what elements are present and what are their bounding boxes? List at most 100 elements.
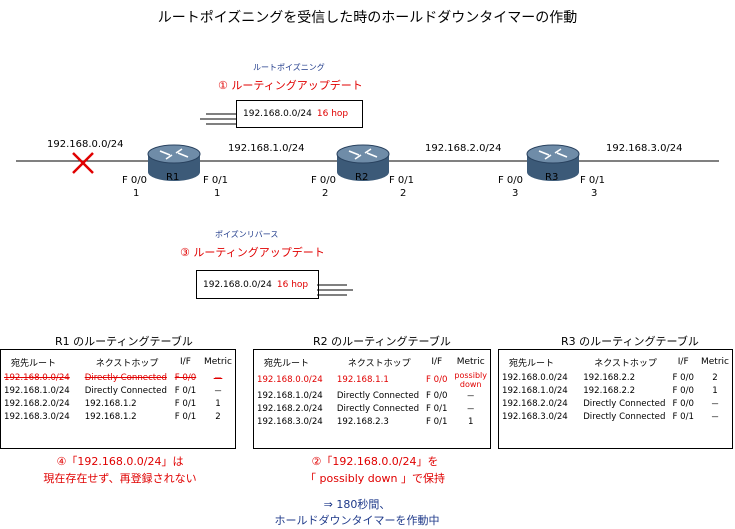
cell-dest: 192.168.1.0/24: [502, 385, 568, 396]
header-metric: Metric: [204, 357, 232, 367]
cell-metric: －: [710, 399, 720, 410]
note-4-line1: ④「192.168.0.0/24」は: [56, 455, 184, 468]
r1-right-if: F 0/1: [203, 175, 229, 186]
cell-nexthop: 192.168.1.2: [84, 411, 137, 422]
r3-routing-table: 宛先ルート ネクストホップ I/F Metric 192.168.0.0/24 …: [498, 349, 733, 449]
header-metric: Metric: [701, 357, 729, 367]
cell-if: F 0/0: [426, 375, 448, 385]
cell-dest: 192.168.3.0/24: [257, 416, 323, 427]
cell-dest: 192.168.3.0/24: [502, 411, 568, 422]
r2-right-if: F 0/1: [389, 175, 415, 186]
poison-reverse-network: 192.168.0.0/24: [203, 279, 272, 290]
header-dest: 宛先ルート: [11, 358, 57, 369]
table-row: 192.168.1.0/24 192.168.2.2 F 0/0 1: [499, 384, 732, 397]
cell-dest: 192.168.0.0/24: [4, 372, 70, 383]
header-if: I/F: [677, 357, 689, 367]
cell-metric: 2: [712, 372, 718, 383]
cell-nexthop: Directly Connected: [84, 372, 167, 383]
cell-metric: －: [213, 386, 223, 397]
poisoning-packet: 192.168.0.0/24 16 hop: [236, 100, 363, 128]
network-2-label: 192.168.2.0/24: [425, 143, 502, 154]
r3-table-title: R3 のルーティングテーブル: [561, 335, 699, 348]
cell-metric: －: [710, 412, 720, 423]
cell-nexthop: Directly Connected: [336, 390, 420, 401]
cell-metric: －: [466, 404, 475, 415]
table-header-row: 宛先ルート ネクストホップ I/F Metric: [1, 353, 235, 371]
cell-nexthop: Directly Connected: [336, 403, 420, 414]
cell-metric: 1: [712, 385, 718, 396]
cell-if: F 0/1: [672, 411, 694, 422]
poison-reverse-hop: 16 hop: [276, 279, 309, 290]
network-0-label: 192.168.0.0/24: [47, 139, 124, 150]
router-r2-icon: [336, 144, 390, 181]
page-title: ルートポイズニングを受信した時のホールドダウンタイマーの作動: [157, 10, 578, 26]
router-r1-icon: [147, 144, 201, 181]
network-1-label: 192.168.1.0/24: [228, 143, 305, 154]
poison-reverse-step: ③ ルーティングアップデート: [180, 246, 325, 259]
header-nexthop: ネクストホップ: [347, 358, 411, 369]
table-row: 192.168.1.0/24 Directly Connected F 0/0 …: [254, 389, 490, 402]
r1-left-if: F 0/0: [122, 175, 148, 186]
table-row: 192.168.0.0/24 192.168.2.2 F 0/0 2: [499, 371, 732, 384]
timer-note-line1: ⇒ 180秒間、: [323, 498, 391, 511]
cell-nexthop: Directly Connected: [84, 385, 167, 396]
cell-metric: －: [213, 373, 223, 384]
cell-if: F 0/1: [174, 411, 197, 422]
header-dest: 宛先ルート: [264, 358, 310, 369]
cell-if: F 0/0: [174, 372, 197, 383]
header-if: I/F: [180, 357, 191, 367]
header-nexthop: ネクストホップ: [594, 358, 657, 369]
r1-right-num: 1: [214, 188, 221, 199]
cell-if: F 0/0: [672, 385, 694, 396]
cell-metric: possibly down: [454, 371, 487, 389]
poisoning-network: 192.168.0.0/24: [243, 109, 312, 119]
cell-metric: 1: [215, 398, 221, 409]
r2-table-title: R2 のルーティングテーブル: [313, 335, 451, 348]
table-row: 192.168.3.0/24 192.168.1.2 F 0/1 2: [1, 410, 235, 423]
poison-reverse-packet: 192.168.0.0/24 16 hop: [196, 270, 319, 299]
cell-dest: 192.168.1.0/24: [4, 385, 70, 396]
cell-dest: 192.168.2.0/24: [4, 398, 70, 409]
table-row: 192.168.3.0/24 192.168.2.3 F 0/1 1: [254, 415, 490, 428]
cell-dest: 192.168.3.0/24: [4, 411, 70, 422]
cell-if: F 0/0: [426, 390, 448, 401]
r2-right-num: 2: [400, 188, 407, 199]
table-header-row: 宛先ルート ネクストホップ I/F Metric: [499, 353, 732, 371]
link-down-x-icon: [72, 152, 94, 174]
r1-routing-table: 宛先ルート ネクストホップ I/F Metric 192.168.0.0/24 …: [0, 349, 236, 449]
header-metric: Metric: [456, 357, 485, 367]
poison-reverse-heading: ポイズンリバース: [215, 230, 279, 239]
table-row: 192.168.0.0/24 192.168.1.1 F 0/0 possibl…: [254, 371, 490, 389]
cell-nexthop: Directly Connected: [583, 411, 666, 422]
table-row: 192.168.2.0/24 192.168.1.2 F 0/1 1: [1, 397, 235, 410]
r3-left-num: 3: [512, 188, 519, 199]
table-row: 192.168.2.0/24 Directly Connected F 0/1 …: [254, 402, 490, 415]
poison-reverse-motion-lines: [317, 284, 353, 296]
r3-left-if: F 0/0: [498, 175, 524, 186]
cell-dest: 192.168.0.0/24: [257, 375, 323, 385]
r2-left-num: 2: [322, 188, 329, 199]
table-row: 192.168.2.0/24 Directly Connected F 0/0 …: [499, 397, 732, 410]
router-r1-label: R1: [166, 172, 180, 183]
cell-nexthop: 192.168.2.3: [336, 416, 389, 427]
table-row: 192.168.3.0/24 Directly Connected F 0/1 …: [499, 410, 732, 423]
header-if: I/F: [431, 357, 443, 367]
cell-dest: 192.168.2.0/24: [502, 398, 568, 409]
cell-if: F 0/1: [426, 403, 448, 414]
cell-dest: 192.168.1.0/24: [257, 390, 323, 401]
header-dest: 宛先ルート: [509, 358, 555, 369]
cell-metric: 2: [215, 411, 221, 422]
r1-left-num: 1: [133, 188, 140, 199]
cell-nexthop: 192.168.2.2: [583, 372, 636, 383]
table-row: 192.168.1.0/24 Directly Connected F 0/1 …: [1, 384, 235, 397]
cell-if: F 0/1: [174, 398, 197, 409]
note-4-line2: 現在存在せず、再登録されない: [43, 472, 197, 485]
poisoning-step: ① ルーティングアップデート: [218, 79, 363, 92]
cell-dest: 192.168.0.0/24: [502, 372, 568, 383]
r3-right-if: F 0/1: [580, 175, 606, 186]
cell-nexthop: 192.168.2.2: [583, 385, 636, 396]
cell-metric: 1: [467, 416, 474, 427]
cell-nexthop: 192.168.1.1: [336, 375, 389, 385]
poisoning-motion-lines: [200, 113, 236, 125]
